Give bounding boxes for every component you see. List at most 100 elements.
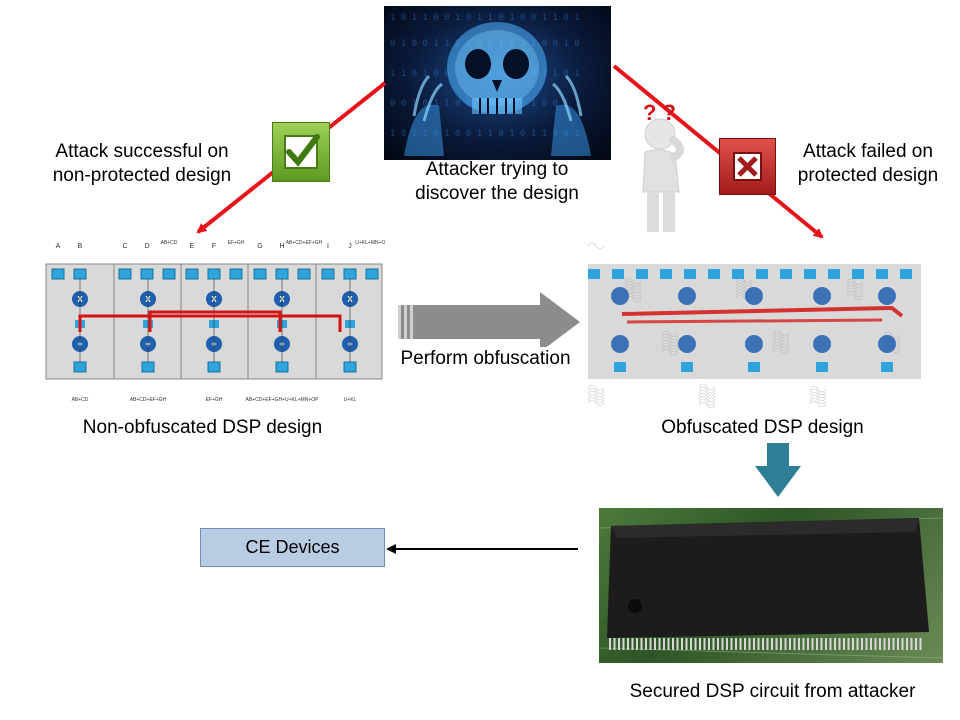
chip-pin xyxy=(775,638,778,650)
chip-pin xyxy=(672,638,674,650)
attack-failed-line-2: protected design xyxy=(797,165,939,186)
chip-pin xyxy=(897,638,899,650)
noise-squiggle xyxy=(587,242,605,250)
obf-input-register xyxy=(684,269,696,279)
obf-output-register xyxy=(614,362,626,372)
chip-pin xyxy=(780,638,782,650)
chip-pin xyxy=(789,638,791,650)
noise-squiggle xyxy=(698,389,716,397)
chip-pin xyxy=(744,638,746,650)
cross-icon xyxy=(719,138,776,195)
perform-obfuscation-arrow xyxy=(398,292,580,352)
noise-squiggle xyxy=(661,345,679,353)
obf-input-register xyxy=(636,269,648,279)
chip-pin xyxy=(865,638,868,650)
noise-squiggle xyxy=(809,394,827,402)
input-register xyxy=(73,268,87,280)
chip-pin xyxy=(856,638,859,650)
obfuscated-label: Obfuscated DSP design xyxy=(661,417,864,438)
input-register xyxy=(51,268,65,280)
chip-pin xyxy=(739,638,742,650)
output-register xyxy=(207,361,221,373)
noise-squiggle xyxy=(587,390,605,398)
check-icon xyxy=(272,122,330,182)
svg-text:1 0 1 1 0 1 0 0 1 1 0 1 0 1 1: 1 0 1 1 0 1 0 0 1 1 0 1 0 1 1 0 0 1 xyxy=(390,129,580,139)
obf-input-register xyxy=(828,269,840,279)
obf-input-register xyxy=(804,269,816,279)
noise-squiggle xyxy=(735,279,753,287)
chip-pin xyxy=(834,638,836,650)
obf-multiplier-node xyxy=(813,287,831,305)
chip-pin xyxy=(694,638,697,650)
chip-pin xyxy=(712,638,715,650)
obf-input-register xyxy=(612,269,624,279)
obf-adder-node xyxy=(745,335,763,353)
obf-adder-node xyxy=(611,335,629,353)
input-register xyxy=(162,268,176,280)
chip-pin xyxy=(762,638,764,650)
chip-pin xyxy=(685,638,688,650)
circuit-input-label: J xyxy=(348,243,352,250)
attacker-line-2: discover the design xyxy=(415,183,579,204)
noise-squiggle xyxy=(624,277,642,285)
chip-pin xyxy=(852,638,854,650)
chip-pin xyxy=(838,638,841,650)
noise-squiggle xyxy=(698,383,716,391)
noise-squiggle xyxy=(809,391,827,399)
chip-pin xyxy=(748,638,751,650)
chip-pin xyxy=(627,638,629,650)
chip-pin xyxy=(708,638,710,650)
chip-pin xyxy=(717,638,719,650)
attack-failed-line-1: Attack failed on xyxy=(803,141,933,162)
circuit-output-label: AB+CD+EF+GH+U+KL+MN+OP xyxy=(246,397,320,403)
chip-pin xyxy=(622,638,625,650)
obf-adder-node xyxy=(878,335,896,353)
noise-squiggle xyxy=(624,280,642,288)
chip-pin xyxy=(757,638,760,650)
obf-multiplier-node xyxy=(611,287,629,305)
attacker-skull-image: 1 0 1 1 0 0 1 0 1 1 0 1 0 0 1 1 0 1 0 1 … xyxy=(384,6,611,160)
chip-pin xyxy=(663,638,665,650)
chip-pin xyxy=(613,638,616,650)
input-register xyxy=(365,268,379,280)
chip-pin xyxy=(847,638,850,650)
obf-output-register xyxy=(681,362,693,372)
input-register xyxy=(321,268,335,280)
noise-squiggle xyxy=(587,393,605,401)
chip-pin xyxy=(906,638,908,650)
attack-success-line-2: non-protected design xyxy=(52,165,232,186)
input-register xyxy=(275,268,289,280)
circuit-input-label: G xyxy=(257,243,262,250)
obf-input-register xyxy=(732,269,744,279)
skull-graphic: 1 0 1 1 0 0 1 0 1 1 0 1 0 0 1 1 0 1 0 1 … xyxy=(390,13,591,156)
noise-squiggle xyxy=(587,396,605,404)
chip-pin xyxy=(793,638,796,650)
noise-squiggle xyxy=(624,286,642,294)
chip-pin xyxy=(735,638,737,650)
obf-multiplier-node xyxy=(878,287,896,305)
multiplier-symbol: X xyxy=(211,295,217,304)
output-register xyxy=(275,361,289,373)
noise-squiggle xyxy=(661,342,679,350)
obf-adder-node xyxy=(678,335,696,353)
chip-pin xyxy=(798,638,800,650)
secured-chip-photo xyxy=(599,508,943,663)
chip-pin xyxy=(703,638,706,650)
input-register xyxy=(343,268,357,280)
noise-squiggle xyxy=(846,293,864,301)
obf-adder-node xyxy=(813,335,831,353)
circuit-output-label: AB+CD xyxy=(72,397,89,403)
chip-pin xyxy=(825,638,827,650)
chip-pin xyxy=(658,638,661,650)
chip-pin xyxy=(874,638,877,650)
noise-squiggle xyxy=(624,283,642,291)
noise-squiggle xyxy=(846,284,864,292)
input-register xyxy=(140,268,154,280)
chip-pin xyxy=(640,638,643,650)
attack-success-label: Attack successful on non-protected desig… xyxy=(22,140,262,188)
chip-pin xyxy=(888,638,890,650)
circuit-output-label: U+KL xyxy=(344,397,357,403)
chip-pin xyxy=(726,638,728,650)
